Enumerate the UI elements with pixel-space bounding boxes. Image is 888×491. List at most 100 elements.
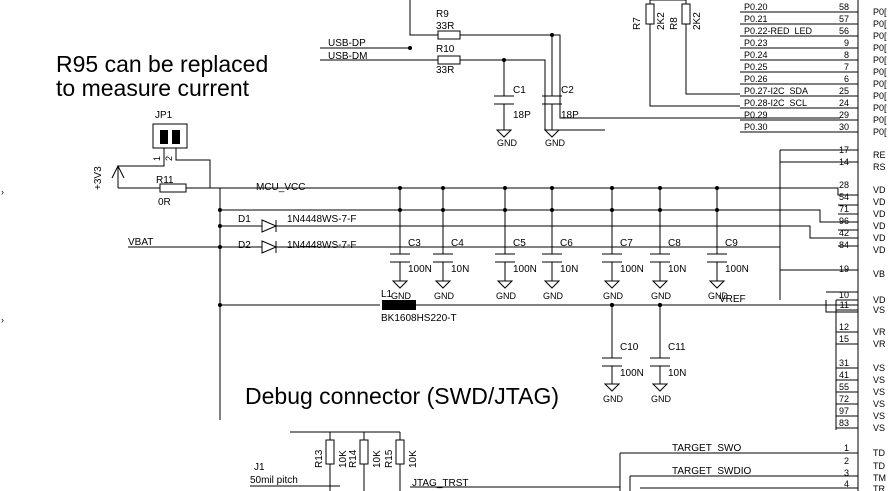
cap-value: 100N bbox=[513, 264, 537, 275]
ic-pin-label: VD bbox=[873, 221, 886, 231]
port-pin-list: P0.20P0.21P0.22-RED_LEDP0.23P0.24P0.25P0… bbox=[740, 2, 858, 133]
ic-pin-number: 72 bbox=[839, 394, 849, 404]
c1-ref: C1 bbox=[513, 85, 526, 96]
ic-pin-label: P0[ bbox=[873, 127, 887, 137]
ic-pin-label: VR bbox=[873, 327, 886, 337]
junction-dot bbox=[218, 208, 222, 212]
ic-pin-label: VS bbox=[873, 363, 885, 373]
ic-pin-number: 31 bbox=[839, 358, 849, 368]
ic-pin-label: VS bbox=[873, 399, 885, 409]
junction-dot bbox=[610, 303, 614, 307]
gnd-label: GND bbox=[708, 291, 729, 301]
ic-pin-number: 54 bbox=[839, 192, 849, 202]
ic-pin-label: TD bbox=[873, 461, 885, 471]
r13-ref: R13 bbox=[314, 449, 325, 468]
ic-pin-label: P0[ bbox=[873, 115, 887, 125]
debug-pullups bbox=[250, 431, 858, 491]
c2-ref: C2 bbox=[561, 85, 574, 96]
port-name: P0.25 bbox=[744, 62, 768, 72]
cap-value: 100N bbox=[408, 264, 432, 275]
gnd-symbol bbox=[651, 280, 669, 289]
gnd-symbol bbox=[708, 280, 726, 289]
ic-pin-label: VS bbox=[873, 411, 885, 421]
debug-title: Debug connector (SWD/JTAG) bbox=[245, 383, 559, 409]
ic-pin-label: P0[ bbox=[873, 7, 887, 17]
cap-value: 10N bbox=[668, 264, 686, 275]
ic-pin-label: VR bbox=[873, 339, 886, 349]
ic-pin-number: 56 bbox=[839, 26, 849, 36]
r10-ref: R10 bbox=[436, 44, 455, 55]
ic-pin-label: VD bbox=[873, 209, 886, 219]
port-name: P0.29 bbox=[744, 110, 768, 120]
d2-part: 1N4448WS-7-F bbox=[287, 240, 356, 251]
junction-dot bbox=[658, 208, 662, 212]
r11-ref: R11 bbox=[156, 175, 174, 186]
d2-ref: D2 bbox=[238, 240, 251, 251]
r13-value: 10K bbox=[338, 450, 349, 468]
d1-ref: D1 bbox=[238, 214, 251, 225]
gnd-label: GND bbox=[543, 291, 564, 301]
ic-pin-number: 19 bbox=[839, 264, 849, 274]
ic-pin-number: 29 bbox=[839, 110, 849, 120]
cap-ref: C4 bbox=[451, 238, 464, 249]
net-usb-dm: USB-DM bbox=[328, 51, 367, 62]
r14-ref: R14 bbox=[348, 449, 359, 468]
cap-value: 100N bbox=[725, 264, 749, 275]
ic-pin-label: P0[ bbox=[873, 91, 887, 101]
cap-ref: C8 bbox=[668, 238, 681, 249]
gnd-symbol bbox=[496, 280, 514, 289]
ic-pin-number: 1 bbox=[844, 443, 849, 453]
gnd-label: GND bbox=[651, 291, 672, 301]
cap-value: 100N bbox=[620, 368, 644, 379]
ic-pin-label: VS bbox=[873, 387, 885, 397]
ic-pin-number: 2 bbox=[844, 456, 849, 466]
gnd-symbol bbox=[391, 280, 409, 289]
junction-dot bbox=[610, 208, 614, 212]
r11-value: 0R bbox=[158, 197, 171, 208]
junction-dot bbox=[218, 245, 222, 249]
ic-pin-label: VB bbox=[873, 269, 885, 279]
port-name: P0.23 bbox=[744, 38, 768, 48]
r7-value: 2K2 bbox=[656, 12, 667, 30]
jp1-jumper bbox=[111, 123, 858, 196]
gnd-label: GND bbox=[603, 291, 624, 301]
cap-ref: C6 bbox=[560, 238, 573, 249]
ic-pin-number: 57 bbox=[839, 14, 849, 24]
ic-pin-number: 55 bbox=[839, 382, 849, 392]
usb-section bbox=[320, 0, 840, 138]
port-name: P0.26 bbox=[744, 74, 768, 84]
port-name: P0.30 bbox=[744, 122, 768, 132]
ic-pin-number: 24 bbox=[839, 98, 849, 108]
ic-pin-label: VD bbox=[873, 295, 886, 305]
ic-pin-label: VD bbox=[873, 197, 886, 207]
ic-pin-label: P0[ bbox=[873, 79, 887, 89]
r10-value: 33R bbox=[436, 65, 454, 76]
junction-dot bbox=[441, 208, 445, 212]
pullup-section bbox=[645, 0, 740, 107]
ic-pin-label: TD bbox=[873, 448, 885, 458]
j1-desc: 50mil pitch bbox=[250, 475, 298, 486]
ic-pin-label: P0[ bbox=[873, 31, 887, 41]
cap-ref: C5 bbox=[513, 238, 526, 249]
gnd-symbol bbox=[434, 280, 452, 289]
junction-dot bbox=[503, 208, 507, 212]
junction-dot bbox=[715, 208, 719, 212]
cap-value: 10N bbox=[451, 264, 469, 275]
net-target-swdio: TARGET_SWDIO bbox=[672, 466, 751, 477]
port-name: P0.22-RED_LED bbox=[744, 26, 813, 36]
ic-pin-number: 71 bbox=[839, 204, 849, 214]
ic-pin-label: P0[ bbox=[873, 103, 887, 113]
ic-pin-label: VD bbox=[873, 185, 886, 195]
ic-pin-number: 12 bbox=[839, 322, 849, 332]
gnd-label: GND bbox=[496, 291, 517, 301]
ic-pin-label: VD bbox=[873, 245, 886, 255]
port-name: P0.28-I2C_SCL bbox=[744, 98, 807, 108]
r9-ref: R9 bbox=[436, 9, 449, 20]
ic-pin-label: P0[ bbox=[873, 19, 887, 29]
ic-pin-number: 28 bbox=[839, 180, 849, 190]
net-target-swo: TARGET_SWO bbox=[672, 443, 741, 454]
ic-pin-number: 97 bbox=[839, 406, 849, 416]
gnd-label: GND bbox=[497, 138, 518, 148]
ic-pin-number: 25 bbox=[839, 86, 849, 96]
